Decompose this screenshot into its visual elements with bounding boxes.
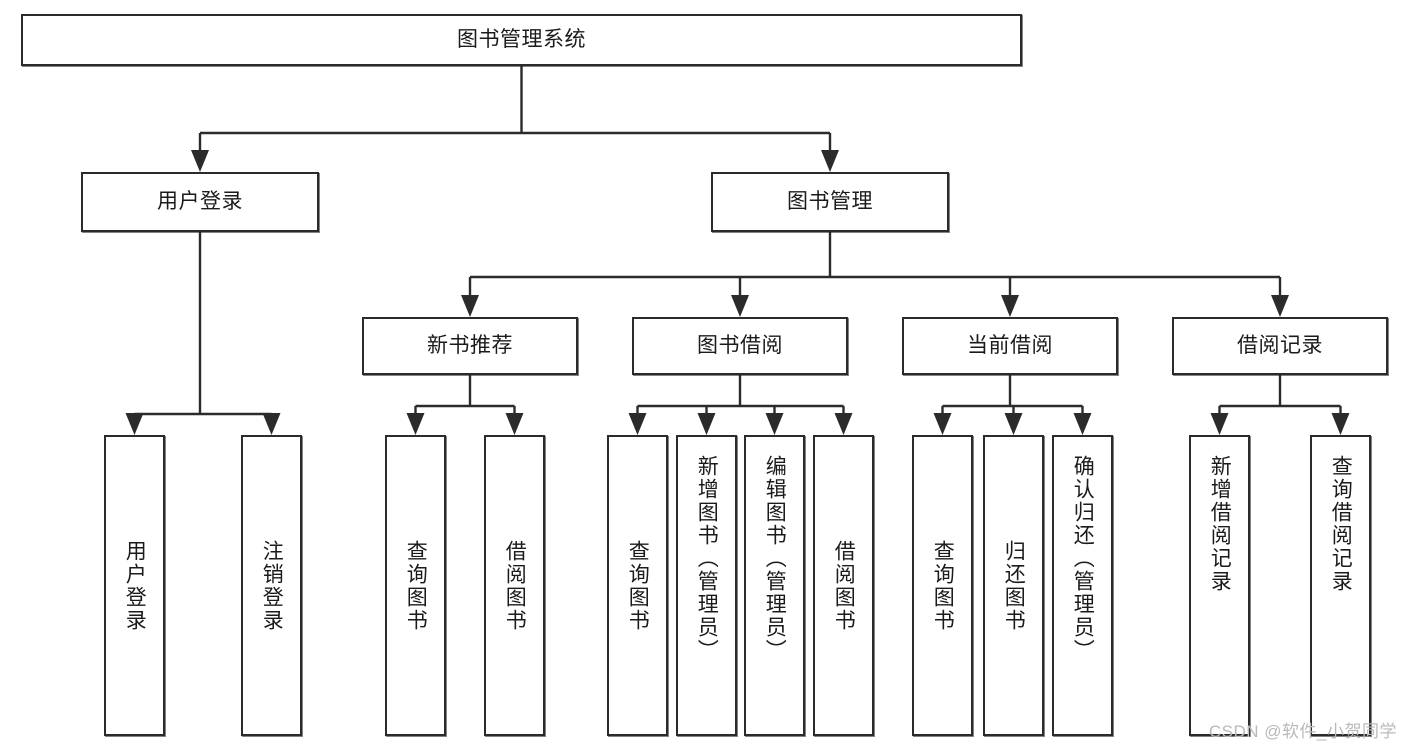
connector-arrowhead [1331,413,1350,435]
node-label: 归还图书 [1002,539,1026,632]
node-label: 图书借阅 [697,333,783,357]
connector-arrowhead [628,413,647,435]
node-l1[interactable]: 用户登录 [104,435,165,736]
node-borrow[interactable]: 图书借阅 [632,317,848,375]
connector-arrowhead [1001,295,1019,317]
node-l8[interactable]: 借阅图书 [813,435,874,736]
connector-arrowhead [191,150,209,172]
node-label: 注销登录 [260,539,284,632]
node-label: 查询图书 [404,539,428,632]
node-newbook[interactable]: 新书推荐 [362,317,578,375]
connector-arrowhead [933,413,952,435]
connector-arrowhead [1073,413,1092,435]
node-l11[interactable]: 确认归还（管理员） [1052,435,1113,736]
node-label: 用户登录 [123,539,147,632]
node-l10[interactable]: 归还图书 [983,435,1044,736]
node-label: 借阅图书 [503,539,527,632]
connector-arrowhead [1271,295,1289,317]
connector-arrowhead [834,413,853,435]
node-label: 图书管理 [787,189,873,213]
node-current[interactable]: 当前借阅 [902,317,1118,375]
node-record[interactable]: 借阅记录 [1172,317,1388,375]
connector-arrowhead [461,295,479,317]
node-l3[interactable]: 查询图书 [385,435,446,736]
node-bookmgmt[interactable]: 图书管理 [711,172,949,232]
connector-arrowhead [697,413,716,435]
node-label: 用户登录 [157,189,243,213]
node-l6[interactable]: 新增图书（管理员） [676,435,737,736]
node-l12[interactable]: 新增借阅记录 [1189,435,1250,736]
node-label: 新增图书（管理员） [695,455,719,662]
node-label: 确认归还（管理员） [1071,455,1095,662]
connector-arrowhead [406,413,425,435]
node-login[interactable]: 用户登录 [81,172,319,232]
connector-arrowhead [821,150,839,172]
node-label: 查询借阅记录 [1329,455,1353,593]
node-label: 当前借阅 [967,333,1053,357]
node-l9[interactable]: 查询图书 [912,435,973,736]
connector-arrowhead [1004,413,1023,435]
connector-arrowhead [765,413,784,435]
node-label: 图书管理系统 [457,27,586,51]
node-root[interactable]: 图书管理系统 [21,14,1022,66]
connector-arrowhead [262,413,281,435]
connector-arrowhead [731,295,749,317]
node-label: 新增借阅记录 [1208,455,1232,593]
node-label: 新书推荐 [427,333,513,357]
node-label: 借阅图书 [832,539,856,632]
node-l13[interactable]: 查询借阅记录 [1310,435,1371,736]
node-label: 查询图书 [931,539,955,632]
node-label: 查询图书 [626,539,650,632]
node-l5[interactable]: 查询图书 [607,435,668,736]
watermark-label: CSDN @软件_小贺同学 [1208,722,1397,741]
connector-arrowhead [505,413,524,435]
node-label: 编辑图书（管理员） [763,455,787,662]
node-label: 借阅记录 [1237,333,1323,357]
connector-arrowhead [125,413,144,435]
node-l4[interactable]: 借阅图书 [484,435,545,736]
node-l7[interactable]: 编辑图书（管理员） [744,435,805,736]
connector-arrowhead [1210,413,1229,435]
node-l2[interactable]: 注销登录 [241,435,302,736]
